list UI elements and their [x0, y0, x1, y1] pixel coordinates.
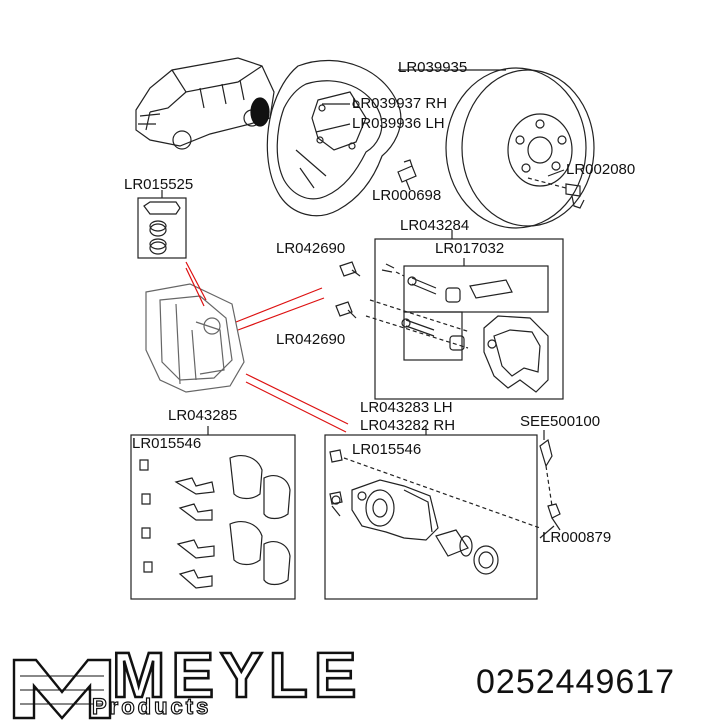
- guide-pins-drawing: [381, 263, 513, 351]
- brake-pads-drawing: [229, 455, 291, 586]
- label-caliper-lh: LR043283 LH: [360, 399, 453, 416]
- label-bleed-left: LR015546: [132, 435, 202, 452]
- label-shield-bolt: LR000698: [372, 187, 442, 204]
- brand-name: MEYLE: [111, 639, 363, 711]
- caliper-body-drawing: [331, 479, 439, 541]
- bracket-and-cap-drawing: [539, 438, 561, 531]
- caliper-assembly-outline: [145, 283, 245, 393]
- brand-subtitle: Products: [91, 694, 212, 719]
- label-bleed-cap: LR000879: [542, 529, 612, 546]
- piston-and-seal-drawing: [435, 529, 499, 575]
- label-pad-set: LR043285: [168, 407, 238, 424]
- dust-shield-drawing: [266, 59, 402, 217]
- guide-bolts-drawing: [335, 261, 361, 319]
- part-number: 0252449617: [476, 663, 676, 701]
- red-pointer-lines: [185, 261, 349, 433]
- leader-lines: [315, 69, 565, 539]
- bleed-screw-drawing: [329, 449, 343, 517]
- label-pad-kit: LR015525: [124, 176, 194, 193]
- meyle-logo: MEYLE Products: [14, 642, 357, 720]
- pad-clips-drawing: [174, 477, 215, 589]
- label-guide-pin-lower: LR042690: [276, 331, 346, 348]
- meyle-logo-mark: [12, 658, 112, 720]
- carrier-bracket-drawing: [483, 315, 549, 393]
- label-shield-rh: LR039937 RH: [352, 95, 448, 112]
- label-caliper-rh: LR043282 RH: [360, 417, 456, 434]
- label-see-ref: SEE500100: [520, 413, 601, 430]
- label-disc: LR039935: [398, 59, 468, 76]
- label-guide-pin-upper: LR042690: [276, 240, 346, 257]
- brake-disc-drawing: [445, 67, 595, 229]
- label-guide-kit: LR017032: [435, 240, 505, 257]
- vehicle-icon: [135, 57, 275, 150]
- pad-bolts-drawing: [139, 459, 153, 573]
- label-disc-bolt: LR002080: [566, 161, 636, 178]
- label-shield-lh: LR039936 LH: [352, 115, 445, 132]
- shield-bolt-drawing: [397, 159, 417, 191]
- disc-screw-drawing: [565, 183, 585, 209]
- label-carrier-kit: LR043284: [400, 217, 470, 234]
- pad-kit-box: [137, 197, 187, 259]
- label-bleed-right: LR015546: [352, 441, 422, 458]
